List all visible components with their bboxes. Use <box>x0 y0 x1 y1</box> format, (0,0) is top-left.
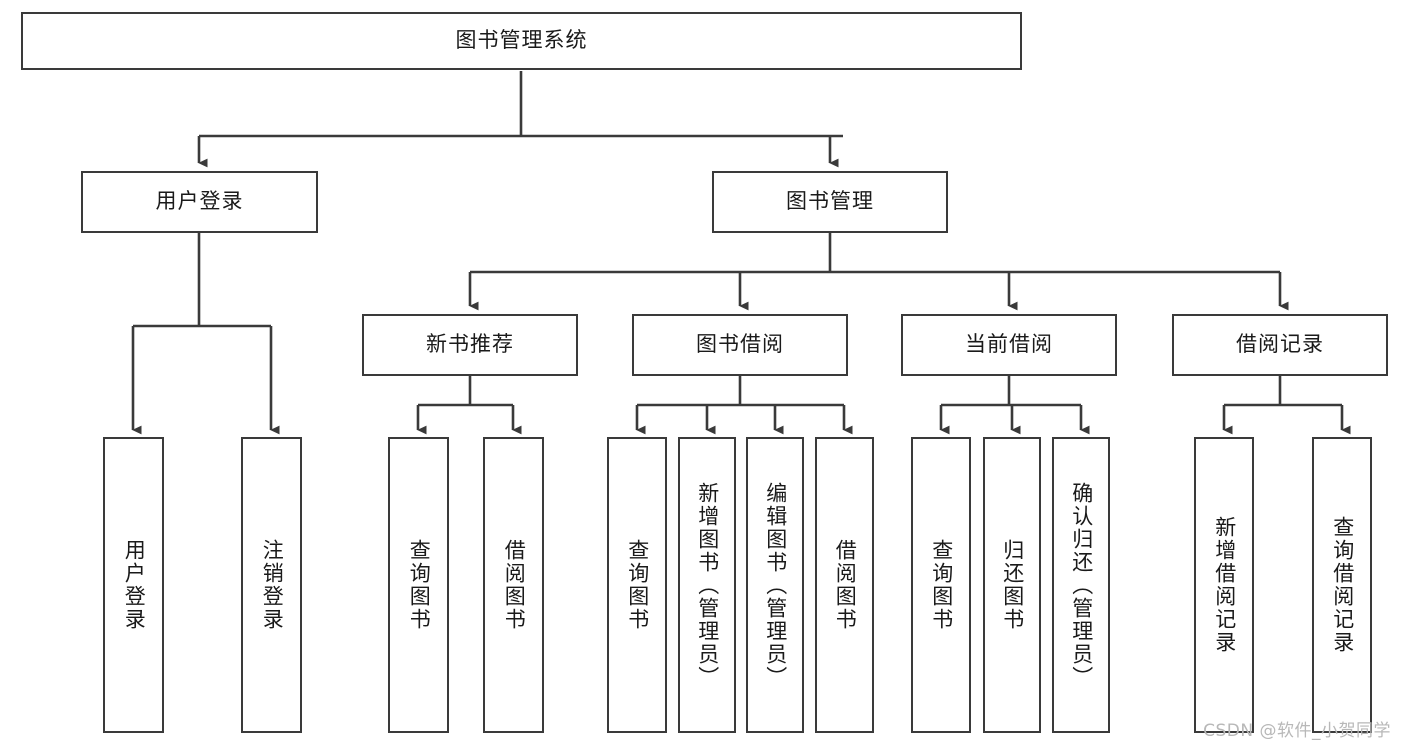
node-root-system[interactable]: 图书管理系统 <box>21 12 1022 70</box>
leaf-current-query-book[interactable]: 查询图书 <box>911 437 971 733</box>
node-label: 确认归还（管理员） <box>1069 481 1094 689</box>
leaf-borrow-borrow-book[interactable]: 借阅图书 <box>815 437 874 733</box>
leaf-user-login-login[interactable]: 用户登录 <box>103 437 164 733</box>
node-label: 归还图书 <box>1000 539 1025 631</box>
node-label: 借阅图书 <box>502 539 527 631</box>
node-label: 查询图书 <box>929 539 954 631</box>
node-label: 新书推荐 <box>426 332 514 357</box>
leaf-borrow-add-book-admin[interactable]: 新增图书（管理员） <box>678 437 736 733</box>
node-label: 当前借阅 <box>965 332 1053 357</box>
node-book-management[interactable]: 图书管理 <box>712 171 948 233</box>
node-label: 用户登录 <box>155 189 244 214</box>
leaf-new-book-query[interactable]: 查询图书 <box>388 437 449 733</box>
leaf-current-confirm-return-admin[interactable]: 确认归还（管理员） <box>1052 437 1110 733</box>
node-new-book-recommend[interactable]: 新书推荐 <box>362 314 578 376</box>
node-label: 新增图书（管理员） <box>695 481 720 689</box>
leaf-records-query-record[interactable]: 查询借阅记录 <box>1312 437 1372 733</box>
node-current-borrow[interactable]: 当前借阅 <box>901 314 1117 376</box>
node-label: 编辑图书（管理员） <box>763 481 788 689</box>
csdn-watermark: CSDN @软件_小贺同学 <box>1203 721 1391 741</box>
node-label: 新增借阅记录 <box>1212 516 1237 654</box>
node-user-login[interactable]: 用户登录 <box>81 171 318 233</box>
node-borrow-records[interactable]: 借阅记录 <box>1172 314 1388 376</box>
node-label: 图书借阅 <box>696 332 784 357</box>
node-label: 查询图书 <box>407 539 432 631</box>
leaf-user-login-logout[interactable]: 注销登录 <box>241 437 302 733</box>
leaf-borrow-edit-book-admin[interactable]: 编辑图书（管理员） <box>746 437 804 733</box>
leaf-current-return-book[interactable]: 归还图书 <box>983 437 1041 733</box>
node-label: 图书管理 <box>786 189 874 214</box>
leaf-borrow-query-book[interactable]: 查询图书 <box>607 437 667 733</box>
leaf-new-book-borrow[interactable]: 借阅图书 <box>483 437 544 733</box>
node-label: 用户登录 <box>122 539 147 631</box>
node-label: 查询图书 <box>625 539 650 631</box>
node-label: 借阅记录 <box>1236 332 1324 357</box>
node-book-borrow[interactable]: 图书借阅 <box>632 314 848 376</box>
leaf-records-add-record[interactable]: 新增借阅记录 <box>1194 437 1254 733</box>
node-label: 查询借阅记录 <box>1330 516 1355 654</box>
node-label: 注销登录 <box>260 539 285 631</box>
node-label: 借阅图书 <box>833 539 858 631</box>
node-label: 图书管理系统 <box>455 28 588 53</box>
